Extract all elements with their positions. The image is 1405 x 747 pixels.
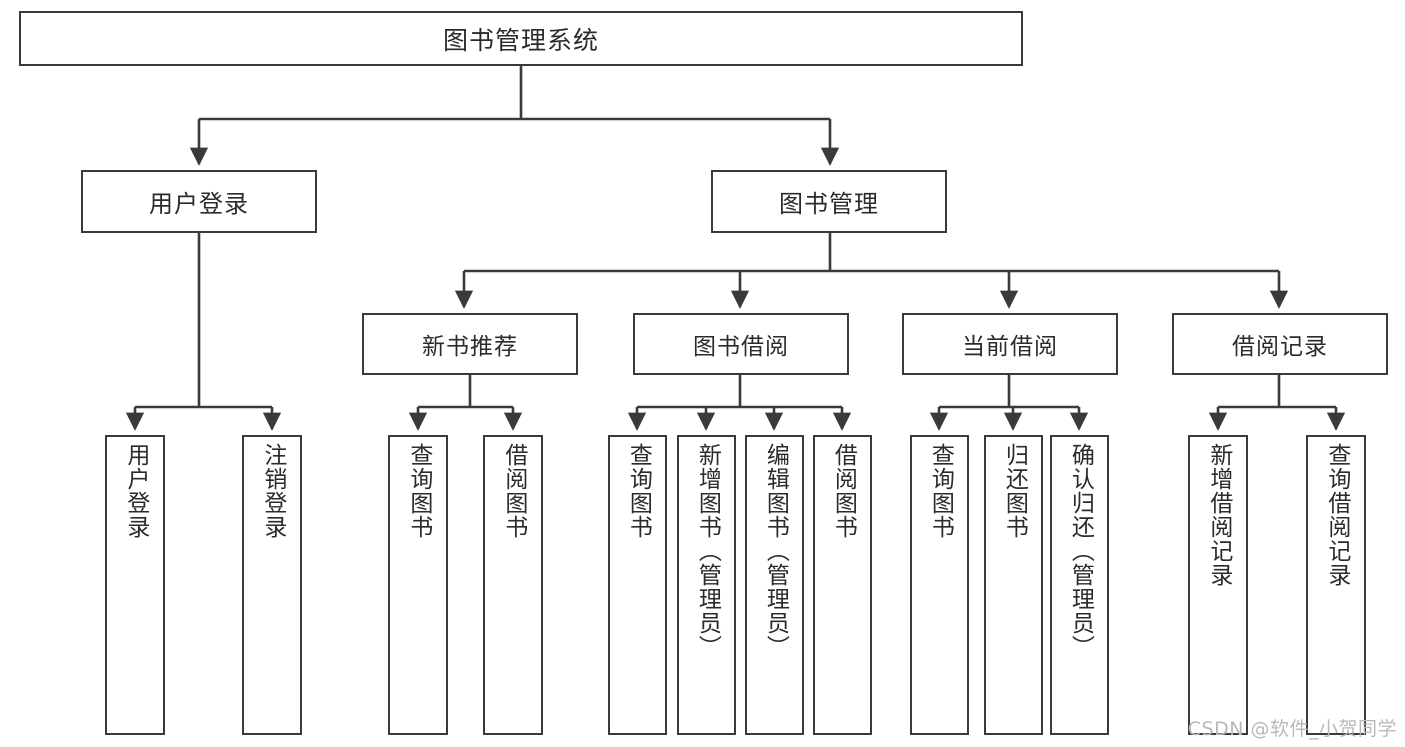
- leaf-borrow-book[interactable]: 借阅图书: [813, 435, 872, 735]
- leaf-add-borrow-record-label: 新增借阅记录: [1205, 443, 1232, 587]
- leaf-query-book-newbook-label: 查询图书: [405, 443, 432, 539]
- leaf-confirm-return-admin[interactable]: 确认归还（管理员）: [1050, 435, 1109, 735]
- leaf-query-borrow-record-label: 查询借阅记录: [1323, 443, 1350, 587]
- node-new-book-recommend-label: 新书推荐: [422, 334, 518, 360]
- node-book-borrow[interactable]: 图书借阅: [633, 313, 849, 375]
- node-root[interactable]: 图书管理系统: [19, 11, 1023, 66]
- node-book-management[interactable]: 图书管理: [711, 170, 947, 233]
- leaf-borrow-book-newbook[interactable]: 借阅图书: [483, 435, 543, 735]
- leaf-user-login[interactable]: 用户登录: [105, 435, 165, 735]
- leaf-user-login-label: 用户登录: [122, 443, 149, 539]
- node-borrow-record-label: 借阅记录: [1232, 334, 1328, 360]
- node-current-borrow[interactable]: 当前借阅: [902, 313, 1118, 375]
- node-root-label: 图书管理系统: [442, 25, 599, 55]
- leaf-logout-label: 注销登录: [259, 443, 286, 539]
- node-borrow-record[interactable]: 借阅记录: [1172, 313, 1388, 375]
- leaf-return-book-label: 归还图书: [1001, 443, 1028, 539]
- leaf-edit-book-admin[interactable]: 编辑图书（管理员）: [745, 435, 804, 735]
- leaf-query-book-current[interactable]: 查询图书: [910, 435, 969, 735]
- leaf-logout[interactable]: 注销登录: [242, 435, 302, 735]
- leaf-add-book-admin[interactable]: 新增图书（管理员）: [677, 435, 736, 735]
- leaf-add-borrow-record[interactable]: 新增借阅记录: [1188, 435, 1248, 735]
- node-new-book-recommend[interactable]: 新书推荐: [362, 313, 578, 375]
- leaf-return-book[interactable]: 归还图书: [984, 435, 1043, 735]
- node-book-management-label: 图书管理: [779, 190, 879, 218]
- leaf-borrow-book-newbook-label: 借阅图书: [500, 443, 527, 539]
- leaf-query-book-borrow[interactable]: 查询图书: [608, 435, 667, 735]
- leaf-query-book-newbook[interactable]: 查询图书: [388, 435, 448, 735]
- node-current-borrow-label: 当前借阅: [962, 334, 1058, 360]
- leaf-add-book-admin-label: 新增图书（管理员）: [694, 443, 721, 659]
- node-book-borrow-label: 图书借阅: [693, 334, 789, 360]
- leaf-edit-book-admin-label: 编辑图书（管理员）: [762, 443, 789, 659]
- leaf-borrow-book-label: 借阅图书: [830, 443, 857, 539]
- node-user-login[interactable]: 用户登录: [81, 170, 317, 233]
- leaf-confirm-return-admin-label: 确认归还（管理员）: [1067, 443, 1094, 659]
- node-user-login-label: 用户登录: [149, 190, 249, 218]
- leaf-query-book-borrow-label: 查询图书: [625, 443, 652, 539]
- leaf-query-book-current-label: 查询图书: [927, 443, 954, 539]
- leaf-query-borrow-record[interactable]: 查询借阅记录: [1306, 435, 1366, 735]
